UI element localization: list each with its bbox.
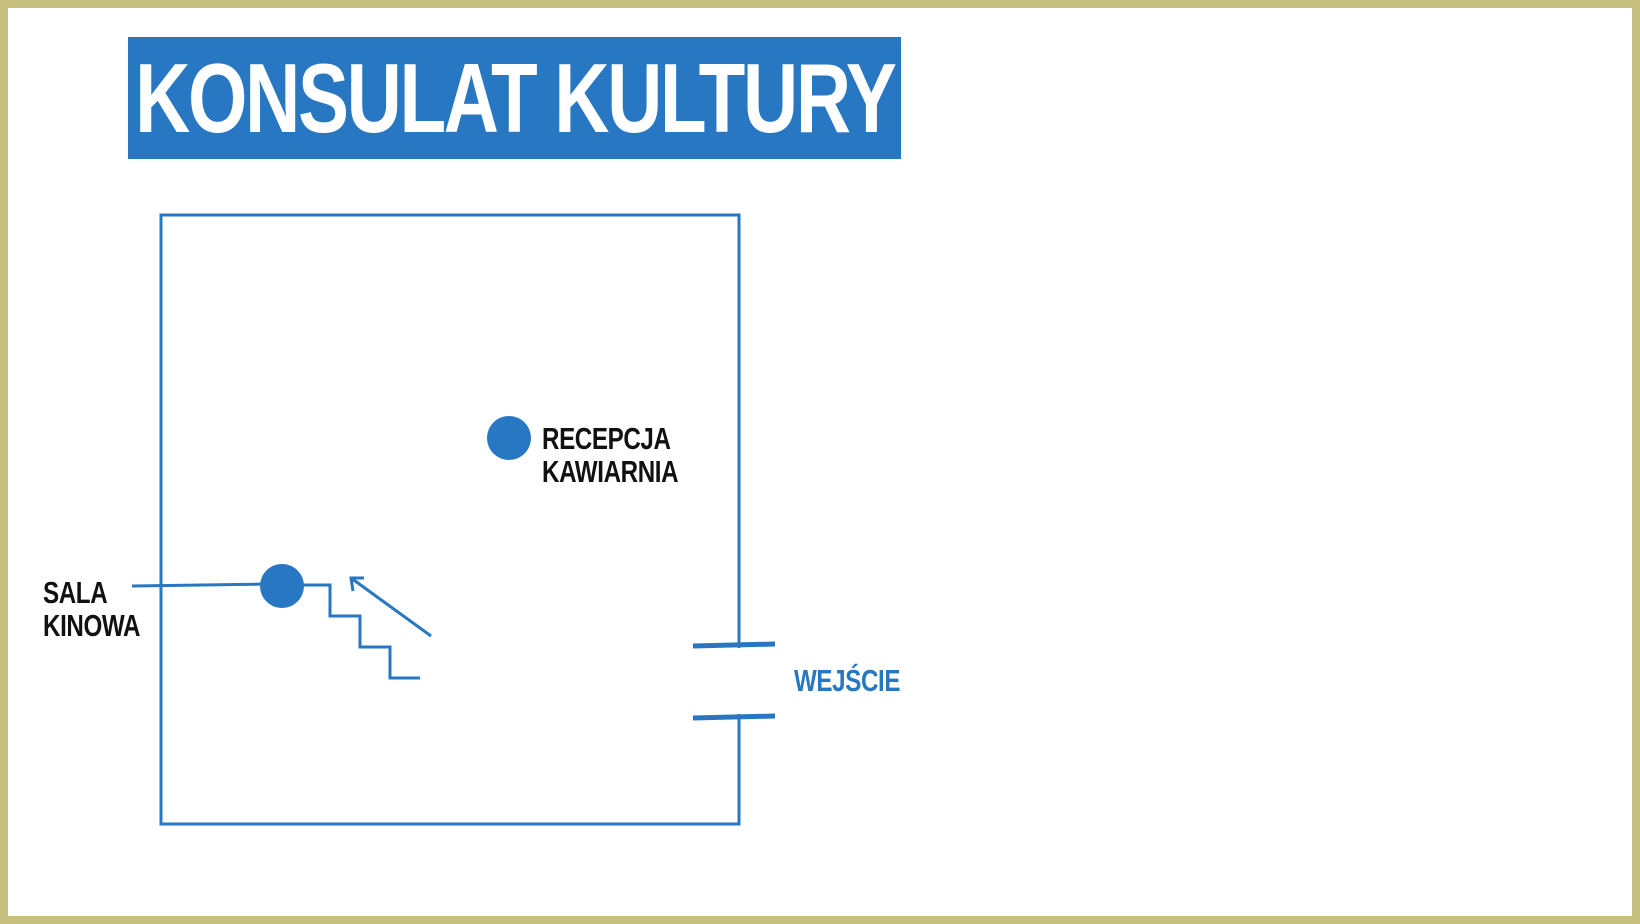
door-opening xyxy=(737,648,742,714)
stairs-icon xyxy=(298,583,420,680)
floor-plan xyxy=(131,213,776,826)
reception-marker xyxy=(487,416,531,460)
reception-label-line-1: RECEPCJA xyxy=(542,421,671,456)
cinema-label-line-2: KINOWA xyxy=(43,608,141,643)
title-banner: KONSULAT KULTURY xyxy=(128,37,901,159)
stairs-arrow-icon xyxy=(349,576,432,638)
door-jamb-top xyxy=(692,641,776,649)
building-outline xyxy=(159,213,741,826)
door-jamb-bottom xyxy=(692,713,776,721)
reception-label-line-2: KAWIARNIA xyxy=(542,454,679,489)
entrance-label: WEJŚCIE xyxy=(794,663,901,698)
cinema-leader-line xyxy=(131,582,271,588)
cinema-hall-label: SALA KINOWA xyxy=(43,576,140,642)
entrance-door xyxy=(692,641,776,721)
page-title: KONSULAT KULTURY xyxy=(134,43,897,153)
cinema-label-line-1: SALA xyxy=(43,575,108,610)
reception-cafe-label: RECEPCJA KAWIARNIA xyxy=(542,421,679,489)
cinema-marker xyxy=(260,564,304,608)
